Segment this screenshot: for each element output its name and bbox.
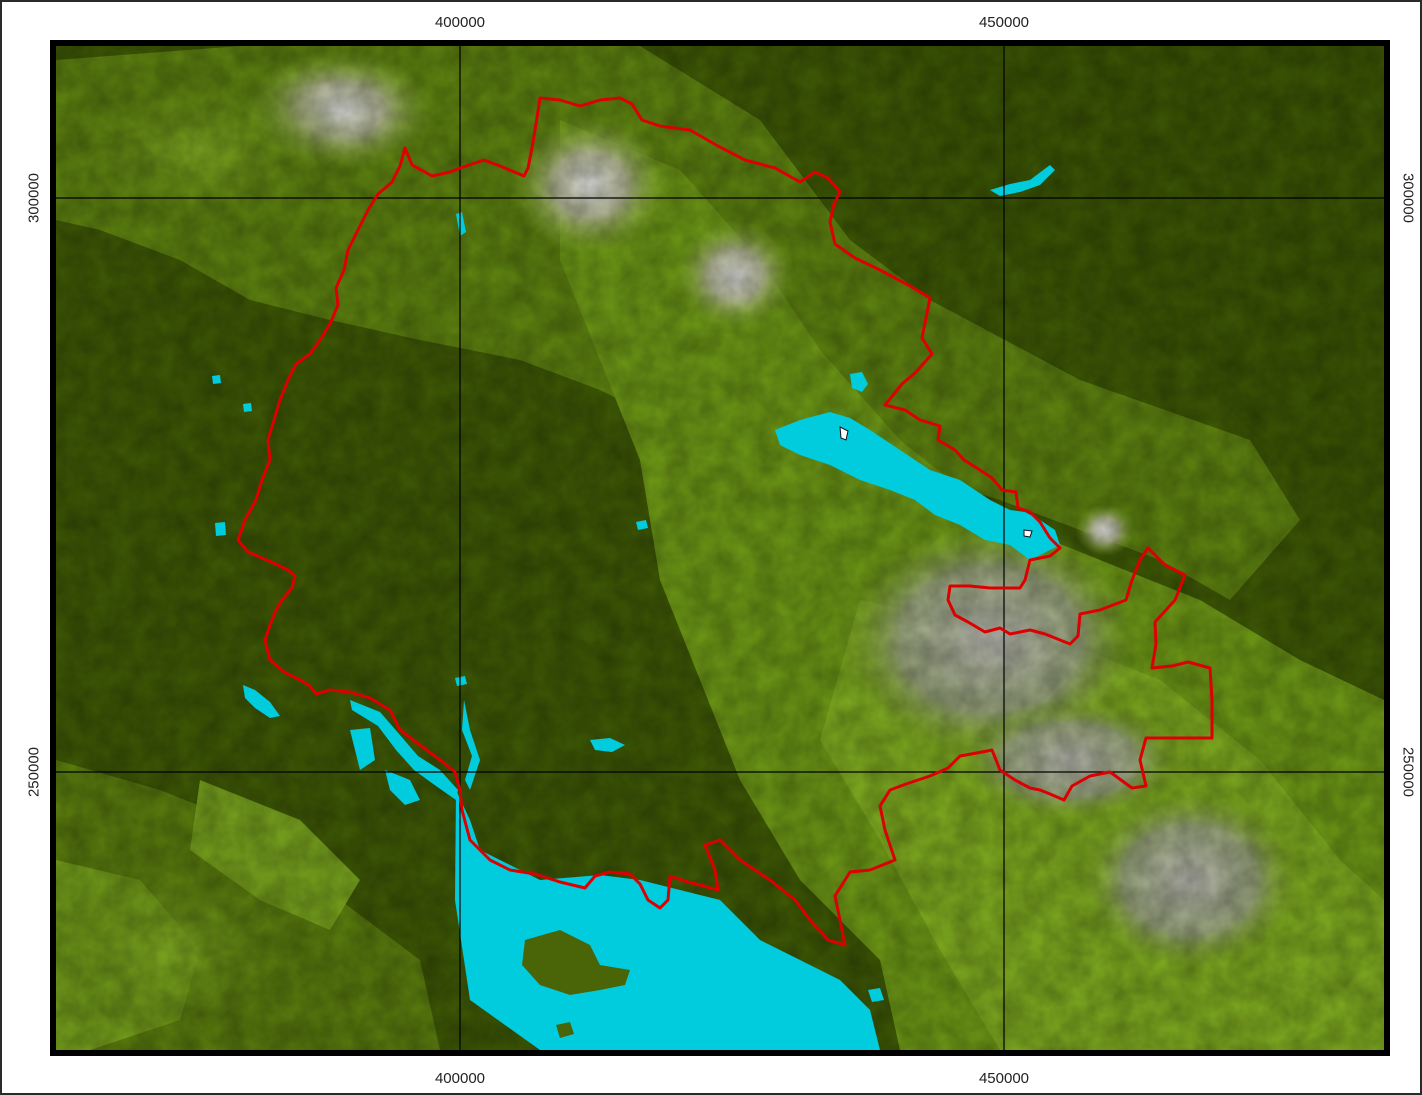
river-tributary <box>462 700 480 790</box>
lake-small-north <box>850 372 868 392</box>
lagoon-west <box>243 685 280 718</box>
water-bodies-layer <box>212 165 1060 1050</box>
relief-texture <box>56 46 1384 1050</box>
shaded-relief-layer <box>56 46 1384 1050</box>
islet <box>556 1022 574 1038</box>
pond-north <box>456 212 466 236</box>
y-tick-left-250000: 250000 <box>25 746 43 798</box>
x-tick-bottom-450000: 450000 <box>978 1070 1030 1087</box>
pond-center-east <box>636 520 648 530</box>
graticule-layer <box>56 46 1384 1050</box>
x-tick-top-450000: 450000 <box>978 14 1030 31</box>
pond-south-shore <box>868 988 884 1002</box>
wetland-west-2 <box>385 770 420 805</box>
study-area-boundary-layer <box>236 96 1214 947</box>
river-estuary <box>350 700 458 800</box>
pond-west-2 <box>212 375 221 384</box>
x-tick-bottom-400000: 400000 <box>434 1070 486 1087</box>
study-area-boundary <box>236 96 1214 947</box>
lake-marker-1 <box>839 426 849 441</box>
wetland-west-1 <box>350 728 375 770</box>
y-tick-left-300000: 300000 <box>25 172 43 224</box>
lake-central <box>775 412 1060 560</box>
lake-northeast <box>990 165 1055 196</box>
pond-center <box>455 676 467 686</box>
pond-west-3 <box>243 403 252 412</box>
wetland-center <box>590 738 625 752</box>
map-frame[interactable] <box>50 40 1390 1056</box>
island <box>522 930 630 995</box>
y-tick-right-250000: 250000 <box>1399 746 1417 798</box>
lake-marker-2 <box>1023 529 1033 538</box>
markers-layer <box>839 426 1033 538</box>
x-tick-top-400000: 400000 <box>434 14 486 31</box>
map-canvas[interactable] <box>56 46 1384 1050</box>
y-tick-right-300000: 300000 <box>1399 172 1417 224</box>
pond-west-4 <box>215 522 226 536</box>
